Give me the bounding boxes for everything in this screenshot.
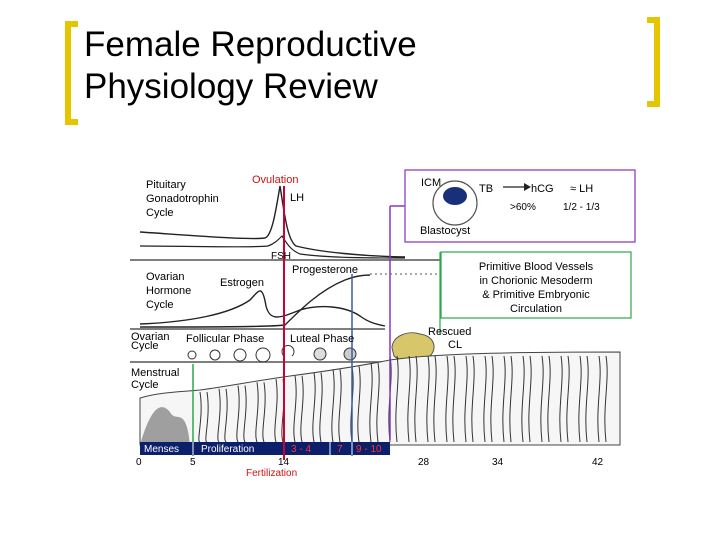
day-7-label: 7 (337, 444, 343, 455)
day-14-label: 14 (278, 457, 290, 468)
luteal-phase-label: Luteal Phase (290, 333, 354, 345)
percent-label: >60% (510, 202, 536, 213)
icm-label: ICM (421, 177, 441, 189)
day-0-label: 0 (136, 457, 142, 468)
ovulation-label: Ovulation (252, 174, 298, 186)
estrogen-label: Estrogen (220, 277, 264, 289)
bottom-phase-bar: Menses Proliferation 3 - 4 7 9 - 10 (140, 442, 390, 455)
pituitary-label-1: Pituitary (146, 179, 186, 191)
days-3-4-label: 3 - 4 (291, 444, 311, 455)
days-9-10-label: 9 - 10 (356, 444, 382, 455)
day-28-label: 28 (418, 457, 430, 468)
tb-label: TB (479, 183, 493, 195)
day-5-label: 5 (190, 457, 196, 468)
vessels-line-4: Circulation (510, 303, 562, 315)
icm-box: ICM TB hCG ≈ LH >60% 1/2 - 1/3 Blastocys… (405, 170, 635, 242)
fsh-label: FSH (271, 251, 291, 262)
vessels-line-3: & Primitive Embryonic (482, 289, 590, 301)
fertilization-label: Fertilization (246, 468, 297, 479)
vessels-line-2: in Chorionic Mesoderm (479, 275, 592, 287)
cl-label: CL (448, 339, 462, 351)
vessels-line-1: Primitive Blood Vessels (479, 261, 594, 273)
rescued-label: Rescued (428, 326, 471, 338)
vessels-box: Primitive Blood Vessels in Chorionic Mes… (441, 252, 631, 318)
proliferation-label: Proliferation (201, 444, 254, 455)
ovarian-hormone-label-1: Ovarian (146, 271, 185, 283)
hcg-label: hCG (531, 183, 554, 195)
endometrium-illustration (140, 352, 620, 445)
ovarian-hormone-label-3: Cycle (146, 299, 174, 311)
follicle-series (188, 346, 356, 362)
blastocyst-label: Blastocyst (420, 225, 470, 237)
ovarian-cycle-label-2: Cycle (131, 340, 159, 352)
follicular-phase-label: Follicular Phase (186, 333, 264, 345)
pituitary-label-3: Cycle (146, 207, 174, 219)
menstrual-cycle-label-2: Cycle (131, 379, 159, 391)
menses-label: Menses (144, 444, 179, 455)
pituitary-label-2: Gonadotrophin (146, 193, 219, 205)
lh-label: LH (290, 192, 304, 204)
ratio-label: 1/2 - 1/3 (563, 202, 600, 213)
progesterone-label: Progesterone (292, 264, 358, 276)
menstrual-cycle-label-1: Menstrual (131, 367, 179, 379)
ovarian-hormone-label-2: Hormone (146, 285, 191, 297)
approx-lh-label: ≈ LH (570, 183, 593, 195)
day-34-label: 34 (492, 457, 504, 468)
day-42-label: 42 (592, 457, 604, 468)
